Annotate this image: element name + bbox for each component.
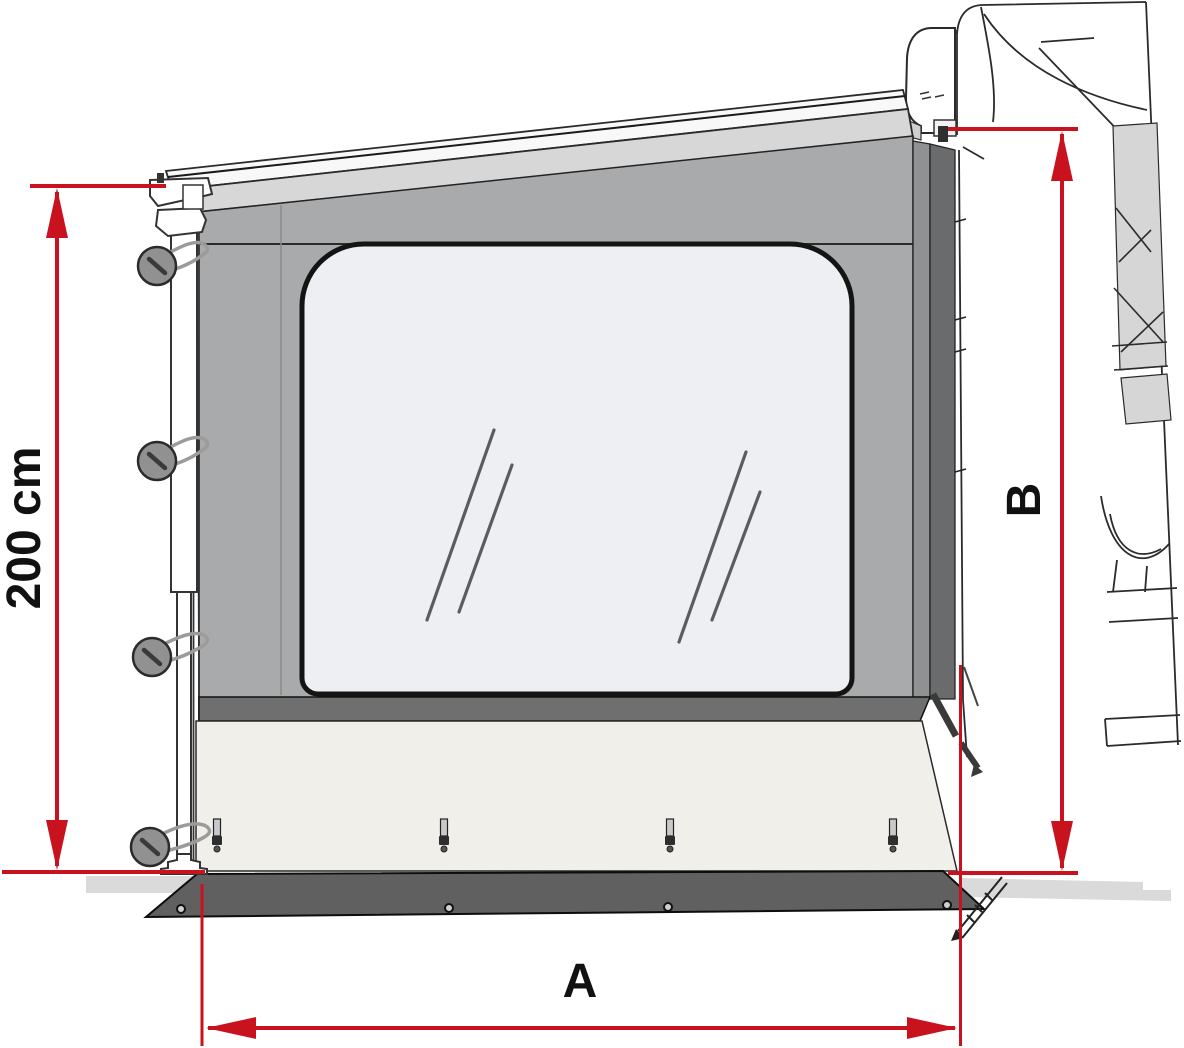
vehicle-roof-edge (956, 1, 1147, 35)
panel-window (299, 241, 855, 697)
ground-flap (143, 869, 987, 919)
lead-bar-pin (157, 173, 164, 183)
dim-arrowhead-down (1051, 821, 1073, 871)
vehicle-rear-edge (1145, 1, 1179, 746)
stake-hatch (974, 904, 983, 913)
panel-skirt (195, 720, 958, 872)
grommet (942, 900, 952, 910)
side-panel (192, 135, 967, 872)
vehicle-wheel-arch (1100, 495, 1170, 593)
flap-grommets (176, 900, 952, 914)
skirt-fastener (212, 818, 222, 853)
vehicle-sketch-mark (962, 146, 985, 160)
dimension-height-right (948, 127, 1078, 875)
toggle-knob-slot (139, 837, 161, 857)
panel-lower-band (198, 696, 932, 722)
vehicle-wall-lower (958, 149, 968, 758)
pole-upper-tube (170, 229, 198, 593)
dim-arrowhead-up (1051, 131, 1073, 181)
dim-arrowhead-up (46, 188, 68, 238)
rear-strap (929, 666, 983, 777)
awning-case-pin (938, 126, 948, 142)
vehicle-contour-curve (980, 6, 995, 123)
dim-arrowhead-left (206, 1017, 256, 1039)
toggle-fastener (136, 240, 210, 287)
ground-strip-left (86, 876, 198, 893)
pole-lower-tube (176, 591, 192, 855)
skirt-fastener (888, 818, 898, 853)
vehicle-sketch (956, 1, 1182, 758)
strap-upper (929, 692, 960, 738)
panel-rear-strip-mid (912, 140, 931, 700)
vehicle-window-band-lower (1120, 373, 1172, 425)
stake-hatch (984, 892, 993, 901)
vehicle-body-seams (1104, 587, 1182, 747)
dimension-width-bottom (200, 665, 962, 1046)
lead-bar-lower-profile (154, 206, 208, 238)
dimension-height-left (2, 184, 205, 874)
toggle-fastener (131, 631, 210, 678)
strap-lower (958, 741, 981, 770)
rear-strip-ticks (954, 218, 967, 473)
roof-fabric-line (167, 95, 906, 178)
dim-arrowhead-down (46, 820, 68, 870)
label-height-b: B (998, 483, 1051, 518)
grommet (663, 902, 673, 912)
stake-rail (962, 882, 1008, 938)
dim-arrowhead-right (907, 1017, 957, 1039)
lead-bar (149, 173, 214, 238)
skirt-fastener (439, 818, 449, 853)
window-shine-lines (425, 428, 762, 644)
ground-strip-right (961, 878, 1171, 901)
label-height-200cm: 200 cm (0, 447, 51, 610)
toggle-knob-slot (141, 647, 163, 667)
grommet (176, 904, 186, 914)
panel-rear-strip-dark (929, 143, 956, 700)
toggle-knob-slot (146, 256, 168, 276)
stake-rail (957, 876, 1003, 932)
strap-thin-line (963, 666, 979, 707)
toggle-knob-slot (146, 451, 168, 471)
strap-tip (971, 764, 983, 777)
stake-hatch (966, 914, 975, 923)
peg-stake (951, 876, 1008, 941)
stake-point (951, 929, 964, 941)
vehicle-sketch-tick (1040, 37, 1095, 43)
vehicle-window-reflections (1111, 207, 1169, 371)
grommet (444, 903, 454, 913)
toggle-fasteners (129, 240, 212, 868)
skirt-fastener (665, 818, 675, 853)
awning-case-body (904, 27, 956, 134)
toggle-fastener (129, 822, 212, 868)
vehicle-window-band (1112, 122, 1167, 371)
pole-foot (160, 853, 208, 875)
lead-bar-end-cap (182, 184, 204, 210)
skirt-fasteners (212, 818, 898, 853)
awning-case-marks (919, 91, 945, 100)
label-width-a: A (563, 955, 598, 1008)
toggle-fastener (136, 435, 210, 482)
ground (86, 869, 1171, 919)
vehicle-contour-sweep (983, 13, 1148, 111)
awning-roof (164, 89, 915, 213)
